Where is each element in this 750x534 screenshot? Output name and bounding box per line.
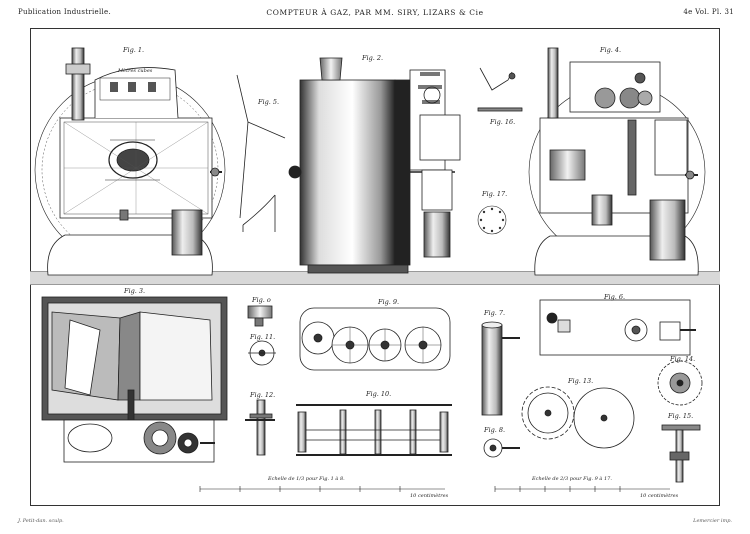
fig5-label: Fig. 5.	[258, 98, 280, 106]
fig8-valve	[483, 438, 520, 458]
fig15-spindle	[661, 424, 701, 483]
scale-left-unit: 10 centimètres	[410, 493, 449, 499]
fig12-shaft	[245, 399, 275, 456]
scale-right-unit: 10 centimètres	[640, 493, 679, 499]
fig15-label: Fig. 15.	[668, 412, 694, 420]
fig13-gears	[521, 386, 635, 449]
fig3-plan	[41, 296, 228, 463]
fig4-label: Fig. 4.	[600, 46, 622, 54]
fig10-gear-elevation	[296, 404, 452, 456]
fig3-label: Fig. 3.	[124, 287, 146, 295]
fig1-front-elevation	[34, 47, 226, 276]
fig7-label: Fig. 7.	[484, 309, 506, 317]
fig6-plan-detail	[539, 299, 696, 356]
fig16-detail	[477, 67, 523, 112]
volume-plate-number: 4e Vol. Pl. 31	[683, 8, 734, 16]
fig-o-detail	[247, 305, 273, 327]
fig16-label: Fig. 16.	[490, 118, 516, 126]
fig17-label: Fig. 17.	[482, 190, 508, 198]
fig9-label: Fig. 9.	[378, 298, 400, 306]
plate-frame	[30, 28, 720, 506]
fig13-label: Fig. 13.	[568, 377, 594, 385]
plate-title: COMPTEUR À GAZ, PAR MM. SIRY, LIZARS & C…	[266, 8, 484, 17]
engraver-credit: J. Petit-dan. sculp.	[18, 518, 64, 524]
fig11-label: Fig. 11.	[250, 333, 276, 341]
fig-o-label: Fig. o	[252, 296, 271, 304]
fig6-label: Fig. 6.	[604, 293, 626, 301]
fig9-gear-train	[299, 307, 451, 371]
fig17-dial	[477, 205, 507, 235]
fig4-rear-elevation	[528, 47, 706, 276]
scale-bar-left	[199, 486, 445, 492]
fig2-label: Fig. 2.	[362, 54, 384, 62]
fig7-tube	[481, 321, 520, 416]
scale-right-caption: Echelle de 2/3 pour Fig. 9 à 17.	[532, 476, 612, 482]
fig12-label: Fig. 12.	[250, 391, 276, 399]
dial-label: Mètres cubes	[118, 68, 153, 74]
fig5-sketch	[236, 74, 286, 232]
fig14-toothed-wheel	[657, 360, 703, 406]
fig2-side-section	[288, 57, 461, 274]
fig10-label: Fig. 10.	[366, 390, 392, 398]
publication-name: Publication Industrielle.	[18, 8, 112, 16]
fig8-label: Fig. 8.	[484, 426, 506, 434]
scale-left-caption: Echelle de 1/3 pour Fig. 1 à 8.	[268, 476, 345, 482]
scale-bar-right	[494, 486, 670, 492]
printer-credit: Lemercier imp.	[693, 518, 732, 524]
fig1-label: Fig. 1.	[123, 46, 145, 54]
fig14-label: Fig. 14.	[670, 355, 696, 363]
fig11-wheel	[248, 340, 276, 366]
